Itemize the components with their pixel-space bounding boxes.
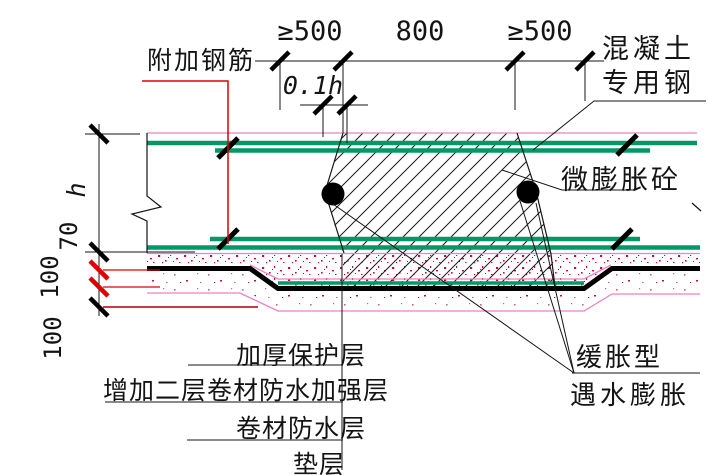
label-waterstop-line2: 遇水膨胀	[570, 380, 691, 410]
label-leaders	[105, 100, 706, 470]
thickened-protection-outline	[249, 264, 612, 280]
dim-joint-offset: 0.1h	[282, 71, 344, 100]
cushion-bottom-outline	[147, 292, 700, 312]
micro-expansion-leader	[501, 169, 635, 191]
slab-right-edge-break-mark	[691, 202, 702, 212]
waterproof-membrane	[147, 266, 700, 291]
right-waterstop-dot	[516, 180, 540, 204]
red-leaders	[103, 80, 258, 308]
cushion-layer-band	[147, 271, 700, 310]
concrete-steel-leader	[532, 100, 706, 151]
label-thickened-protection: 加厚保护层	[236, 342, 367, 370]
label-added-membrane-reinforcement: 增加二层卷材防水加强层	[103, 377, 390, 405]
dim-left-100-b: 100	[39, 316, 67, 360]
left-waterstop-dot	[321, 182, 345, 206]
post-pour-strip-hatch	[325, 133, 555, 288]
label-waterstop-line1: 缓胀型	[576, 342, 664, 372]
rebar-lines	[147, 140, 700, 285]
waterstop-leader-right-b	[535, 202, 575, 374]
layer-outlines-pink	[147, 132, 700, 312]
dim-left-100-a: 100	[36, 255, 64, 299]
joint-right-boundary	[516, 132, 556, 288]
label-concrete-line1: 混凝土	[602, 34, 695, 64]
waterstop-leader-right-a	[519, 200, 575, 374]
dimension-ticks	[88, 50, 596, 318]
label-additional-rebar: 附加钢筋	[147, 47, 256, 75]
label-micro-expansion-concrete: 微膨胀砼	[561, 165, 681, 195]
additional-rebar-leader	[142, 80, 229, 244]
label-cushion-layer: 垫层	[293, 451, 346, 475]
dim-slab-height: h	[61, 182, 91, 198]
dim-top-left: ≥500	[277, 16, 343, 47]
slab-left-edge-break	[130, 133, 163, 253]
label-membrane-waterproof-layer: 卷材防水层	[236, 415, 367, 443]
dim-top-right: ≥500	[507, 16, 573, 47]
red-dimension-ticks	[88, 259, 110, 298]
waterstop-leader-left	[332, 203, 575, 374]
label-concrete-line2: 专用钢	[602, 68, 695, 98]
dim-top-mid: 800	[395, 16, 445, 47]
